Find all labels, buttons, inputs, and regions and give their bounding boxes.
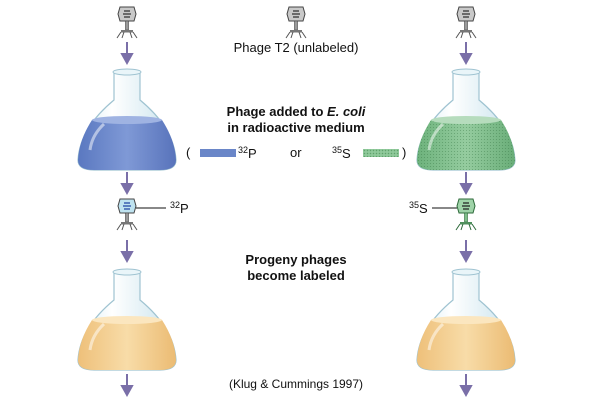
p32-legend-label: 32P xyxy=(238,145,257,161)
bacteriophage-icon xyxy=(116,198,138,231)
bacteriophage-icon xyxy=(455,198,477,231)
bacteriophage-icon xyxy=(285,6,307,39)
phage-label: Phage T2 (unlabeled) xyxy=(233,40,359,55)
down-arrow-icon xyxy=(120,240,134,264)
down-arrow-icon xyxy=(459,42,473,66)
down-arrow-icon xyxy=(459,240,473,264)
down-arrow-icon xyxy=(459,172,473,196)
erlenmeyer-flask-icon xyxy=(416,268,516,371)
s35-phage-label: 35S xyxy=(409,200,428,216)
erlenmeyer-flask-icon xyxy=(77,268,177,371)
s35-legend-label: 35S xyxy=(332,145,351,161)
bacteriophage-icon xyxy=(116,6,138,39)
progeny-label-line2: become labeled xyxy=(247,268,345,283)
p32-phage-label: 32P xyxy=(170,200,189,216)
down-arrow-icon xyxy=(459,374,473,398)
s35-swatch xyxy=(363,149,399,157)
progeny-label-line1: Progeny phages xyxy=(245,252,347,267)
erlenmeyer-flask-icon xyxy=(416,68,516,171)
down-arrow-icon xyxy=(120,172,134,196)
erlenmeyer-flask-icon xyxy=(77,68,177,171)
legend-close-paren: ) xyxy=(402,145,407,160)
down-arrow-icon xyxy=(120,374,134,398)
down-arrow-icon xyxy=(120,42,134,66)
progeny-label: Progeny phages become labeled xyxy=(245,252,346,284)
or-text: or xyxy=(290,145,302,160)
p32-swatch xyxy=(200,149,236,157)
legend-open-paren: ( xyxy=(186,145,191,160)
citation: (Klug & Cummings 1997) xyxy=(228,377,364,391)
added-label: Phage added to E. coli in radioactive me… xyxy=(227,104,366,136)
added-label-line1: Phage added to E. coli xyxy=(226,104,366,119)
added-label-line2: in radioactive medium xyxy=(227,120,365,135)
bacteriophage-icon xyxy=(455,6,477,39)
